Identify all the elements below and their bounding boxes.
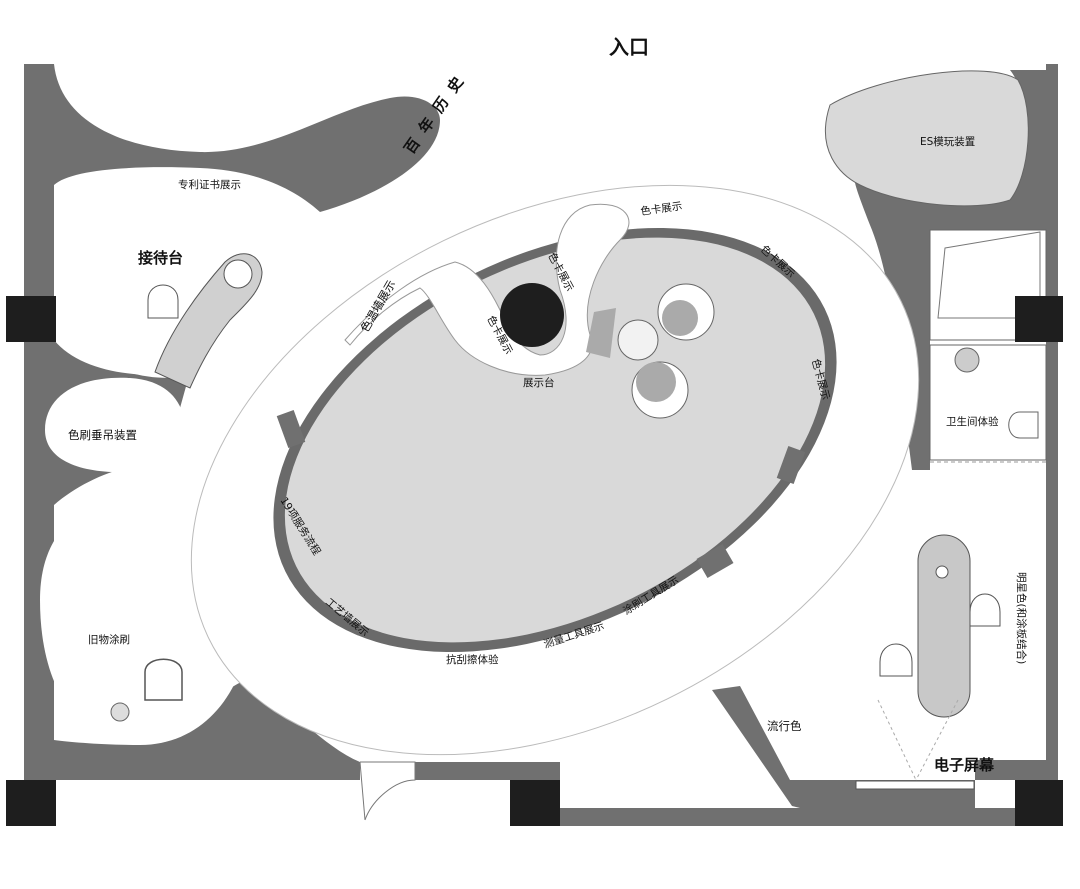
wall-bottom-left [24,762,360,780]
label-swatch-1: 色卡展示 [640,199,683,218]
label-scratch-test: 抗刮擦体验 [446,653,499,666]
label-old-paint: 旧物涂刷 [88,633,130,646]
entrance-bottom-door-leaf [359,761,366,821]
restroom-toilet [1008,411,1039,439]
label-popular-color: 流行色 [767,719,802,733]
notch-left [276,409,306,449]
label-brush-hanging: 色刷垂吊装置 [68,428,137,442]
label-entrance: 入口 [609,35,649,59]
label-restroom: 卫生间体验 [946,415,999,428]
label-display-table: 展示台 [523,376,555,389]
zone-es-device [825,70,1029,207]
notch-right [776,445,806,485]
notch-bottom [696,543,734,579]
column-right-mid [1015,296,1063,342]
central-column [500,283,564,347]
old-paint-chair [144,658,183,701]
wall-top-left-curve-cut [54,64,440,153]
star-chair-1 [879,643,913,677]
reception-chair [147,284,179,319]
reception-stool [223,259,253,289]
column-left-bottom [6,780,56,826]
zone-brush [45,377,185,473]
star-color-dot [935,565,949,579]
entrance-bottom-door [360,761,416,821]
room-restroom-lower [929,344,1047,461]
label-es-device: ES模玩装置 [920,135,975,148]
projection-line-1 [877,699,917,781]
star-chair-2 [969,593,1001,627]
column-right-bottom [1015,780,1063,826]
central-pillar-piece [586,308,616,358]
old-paint-bucket [110,702,130,722]
wall-bottom-right [560,808,1050,826]
star-color-table [917,534,971,718]
restroom-basin [954,347,980,373]
wall-right [1046,64,1058,780]
zone-reception [60,179,286,378]
central-inner-walkway [344,203,630,376]
floor-zones [40,179,286,745]
label-screen: 电子屏幕 [934,756,995,774]
display-circle-3-inner [636,362,676,402]
wall-diagonal [712,686,975,808]
screen-bar [855,780,975,790]
wall-bottom-mid [415,762,560,780]
wall-left-bottom [54,680,360,762]
display-circle-2 [617,319,659,361]
label-patent: 专利证书展示 [178,178,241,191]
label-star-color: 明星色(和涂板结合) [1015,572,1028,664]
column-left-mid [6,296,56,342]
label-reception: 接待台 [138,249,183,267]
display-circle-1-inner [662,300,698,336]
columns [6,296,1063,826]
column-bottom-mid [510,780,560,826]
